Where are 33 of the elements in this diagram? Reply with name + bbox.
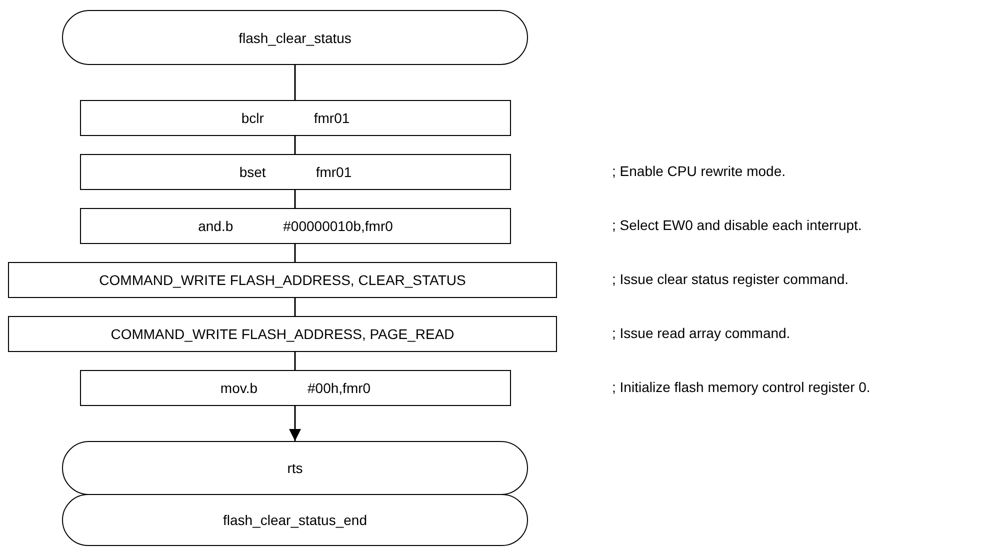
arrow (289, 406, 301, 441)
code-text: flash_clear_status (238, 30, 352, 46)
code-text: flash_clear_status_end (223, 512, 367, 528)
process-box (8, 316, 557, 352)
comment-text: ; Issue read array command. (612, 325, 790, 341)
code-text: fmr01 (316, 164, 352, 180)
comment-text: ; Initialize flash memory control register 0. (612, 379, 870, 395)
code-text: #00h,fmr0 (308, 380, 371, 396)
connector-line (294, 298, 296, 316)
comment-text: ; Issue clear status register command. (612, 271, 849, 287)
code-text: #00000010b,fmr0 (283, 218, 393, 234)
code-text: mov.b (220, 380, 258, 396)
comment-text: ; Select EW0 and disable each interrupt. (612, 217, 862, 233)
code-text: bset (239, 164, 266, 180)
code-text: bclr (241, 110, 264, 126)
process-box (8, 262, 557, 298)
connector-line (294, 190, 296, 208)
process-box (80, 154, 511, 190)
process-box (80, 100, 511, 136)
connector-line (294, 352, 296, 370)
connector-line (294, 136, 296, 154)
code-text: COMMAND_WRITE FLASH_ADDRESS, CLEAR_STATUS (99, 272, 466, 288)
code-text: fmr01 (314, 110, 350, 126)
terminator-shape (62, 441, 528, 495)
code-text: rts (287, 460, 303, 476)
code-text: COMMAND_WRITE FLASH_ADDRESS, PAGE_READ (110, 326, 454, 342)
code-text: and.b (198, 218, 234, 234)
comment-text: ; Enable CPU rewrite mode. (612, 163, 786, 179)
process-box (80, 370, 511, 406)
process-box (80, 208, 511, 244)
connector-line (294, 244, 296, 262)
connector-line (294, 65, 296, 100)
terminator-shape (62, 494, 528, 546)
